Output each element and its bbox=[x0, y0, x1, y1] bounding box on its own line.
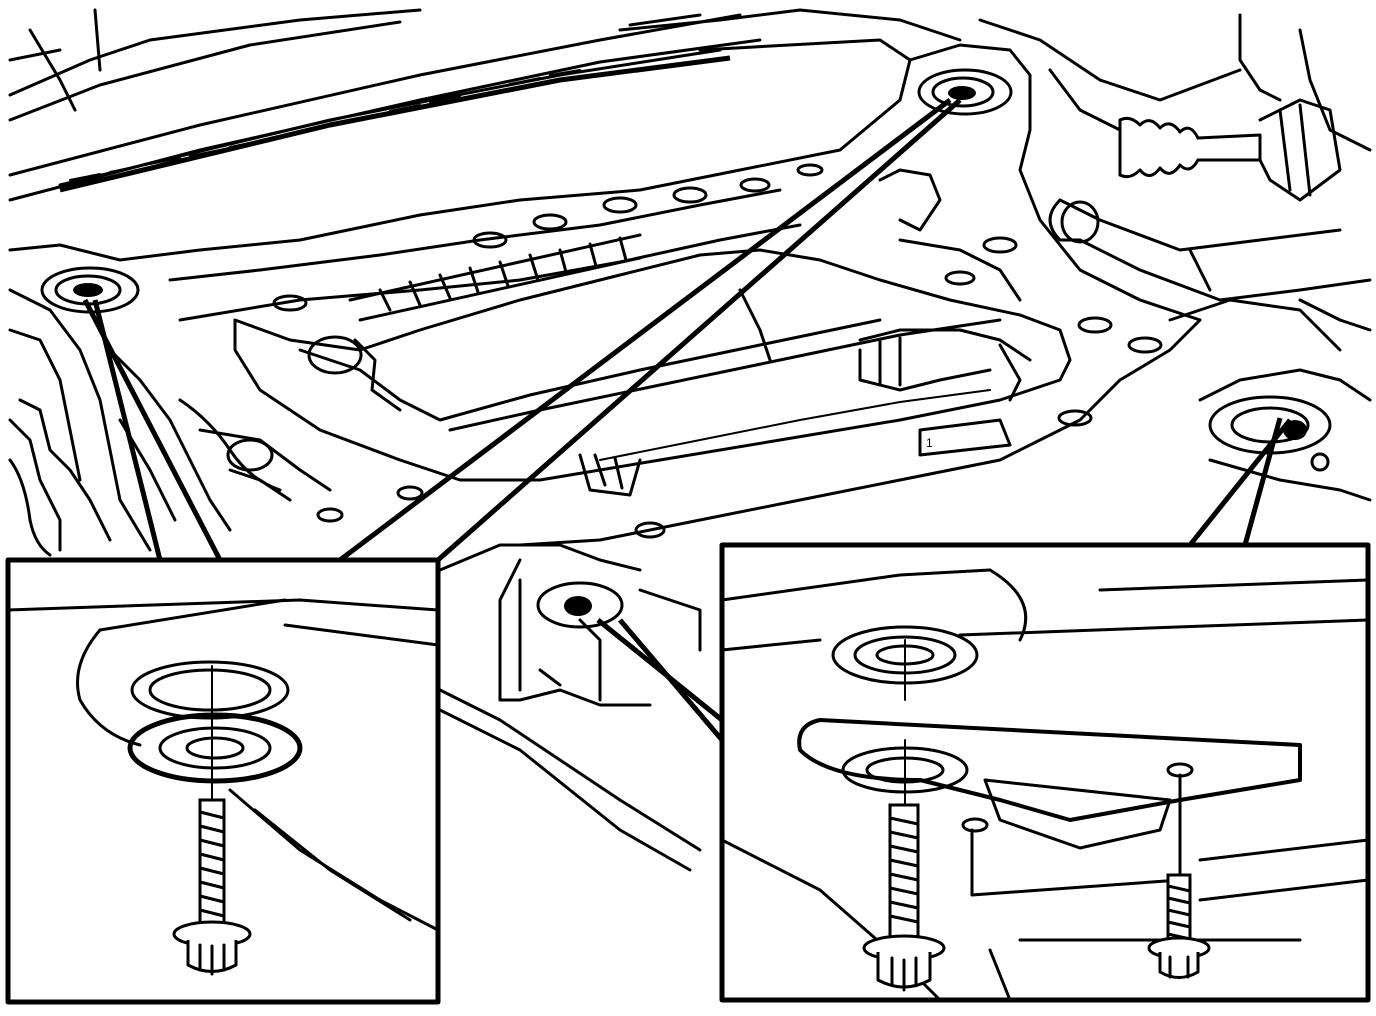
callout-pointers bbox=[82, 98, 1292, 562]
part-number-label: 1 bbox=[926, 436, 933, 450]
bolt-left bbox=[172, 798, 252, 976]
mount-left bbox=[40, 266, 140, 314]
rail-hole-row bbox=[69, 69, 581, 181]
detail-inset-right bbox=[438, 542, 1371, 1003]
cv-boot bbox=[1118, 98, 1342, 202]
underbody-background: 1 bbox=[8, 8, 1372, 557]
detail-inset-left bbox=[5, 557, 441, 1005]
bolt-right-small bbox=[1147, 873, 1211, 979]
mount-top bbox=[917, 68, 1013, 116]
subframe-holes bbox=[272, 163, 1163, 539]
bolt-right-large bbox=[862, 739, 946, 992]
tray-ribs bbox=[348, 233, 642, 322]
